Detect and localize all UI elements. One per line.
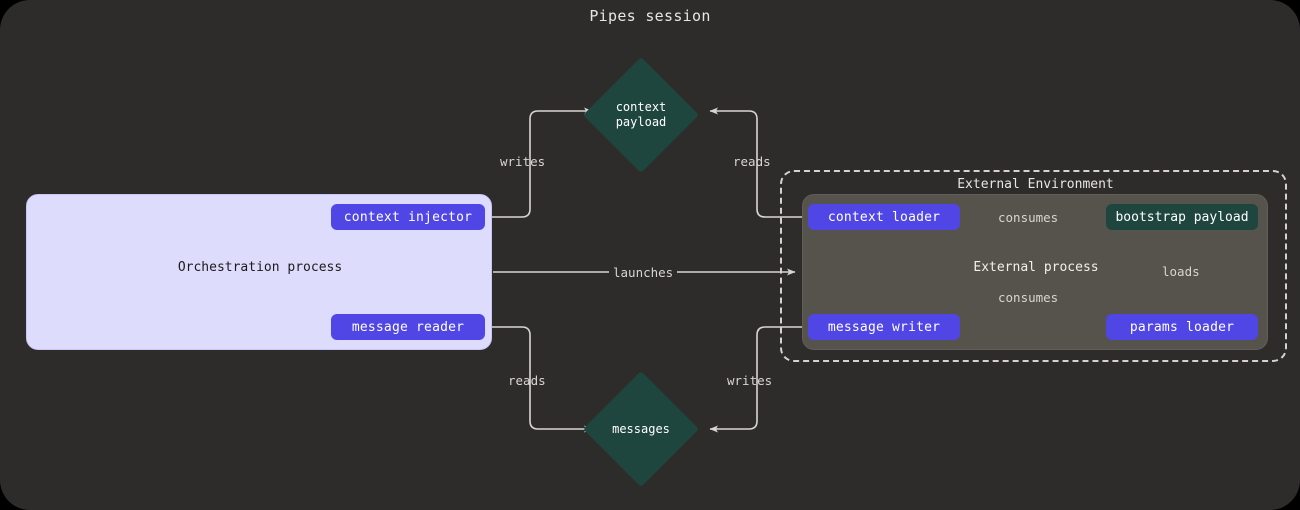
edge-label-launches: launches xyxy=(609,265,678,280)
node-context-injector[interactable]: context injector xyxy=(331,204,485,230)
edge-label-loads: loads xyxy=(1162,264,1200,279)
context-payload-line1: context xyxy=(615,100,667,114)
node-context-loader[interactable]: context loader xyxy=(808,204,960,230)
context-payload-line2: payload xyxy=(615,115,667,129)
edge-label-reads-context: reads xyxy=(733,154,771,169)
node-message-reader[interactable]: message reader xyxy=(331,314,485,340)
edge-label-writes-context: writes xyxy=(500,154,546,169)
node-message-writer[interactable]: message writer xyxy=(808,314,960,340)
messages-line1: messages xyxy=(612,421,670,436)
node-bootstrap-payload[interactable]: bootstrap payload xyxy=(1106,204,1258,230)
page-title: Pipes session xyxy=(589,7,711,25)
edge-label-consumes-message: consumes xyxy=(993,290,1064,305)
external-process-label: External process xyxy=(973,260,1099,275)
node-params-loader[interactable]: params loader xyxy=(1106,314,1258,340)
node-context-payload-label: context payload xyxy=(583,57,699,173)
edge-label-writes-messages: writes xyxy=(727,373,773,388)
node-messages[interactable]: messages xyxy=(583,371,699,487)
external-environment-label: External Environment xyxy=(957,177,1114,192)
edge-label-reads-messages: reads xyxy=(508,373,546,388)
external-environment-container: External Environment xyxy=(780,170,1287,362)
edge-label-consumes-context: consumes xyxy=(993,210,1064,225)
node-messages-label: messages xyxy=(583,371,699,487)
node-context-payload[interactable]: context payload xyxy=(583,57,699,173)
orchestration-process-label: Orchestration process xyxy=(177,260,343,275)
